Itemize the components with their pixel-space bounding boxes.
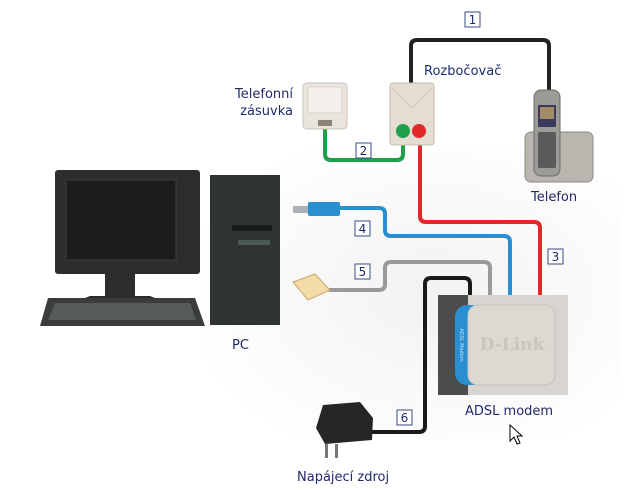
cable-3-line xyxy=(418,142,542,298)
wall-socket xyxy=(302,82,348,130)
green-port xyxy=(396,124,410,138)
cable-number-4: 4 xyxy=(354,220,371,237)
label-pc: PC xyxy=(232,338,249,353)
red-port xyxy=(412,124,426,138)
label-power: Napájecí zdroj xyxy=(297,470,389,485)
cable-number-6: 6 xyxy=(396,409,413,426)
splitter xyxy=(389,82,435,146)
svg-text:5: 5 xyxy=(359,265,367,279)
cable-4-usb xyxy=(338,206,512,298)
cable-6-power xyxy=(371,276,472,434)
cable-number-3: 3 xyxy=(547,248,564,265)
mouse-cursor-icon xyxy=(509,423,524,445)
svg-text:1: 1 xyxy=(469,13,477,27)
power-adapter xyxy=(316,402,373,458)
keyboard xyxy=(40,298,205,326)
monitor xyxy=(55,170,200,300)
pc-tower xyxy=(210,175,280,325)
svg-text:4: 4 xyxy=(359,222,367,236)
modem-brand: D-Link xyxy=(480,335,546,355)
cable-5-ethernet xyxy=(328,260,492,298)
cordless-phone xyxy=(524,89,594,183)
label-wall-socket-1: Telefonní xyxy=(234,87,293,102)
adsl-modem: D-Link ADSL Modem xyxy=(438,295,568,395)
cable-number-2: 2 xyxy=(355,142,372,159)
cable-1-phone xyxy=(409,38,551,94)
svg-text:6: 6 xyxy=(401,411,409,425)
svg-text:2: 2 xyxy=(360,144,368,158)
label-modem: ADSL modem xyxy=(465,404,553,419)
cable-number-1: 1 xyxy=(464,11,481,28)
modem-side-text: ADSL Modem xyxy=(458,328,464,361)
usb-plug xyxy=(293,202,340,216)
label-phone: Telefon xyxy=(530,190,577,205)
svg-text:3: 3 xyxy=(552,250,560,264)
cable-2-wall xyxy=(323,122,405,162)
label-splitter: Rozbočovač xyxy=(424,64,501,79)
label-wall-socket-2: zásuvka xyxy=(240,104,293,119)
rj45-connector xyxy=(292,273,331,301)
cable-number-5: 5 xyxy=(354,263,371,280)
